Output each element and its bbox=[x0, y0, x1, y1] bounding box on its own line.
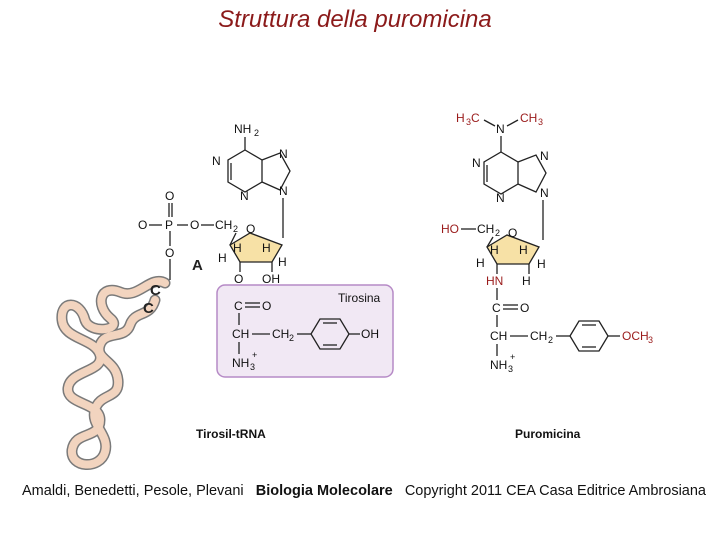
svg-text:O: O bbox=[165, 246, 174, 260]
svg-text:O: O bbox=[520, 301, 529, 315]
svg-text:N: N bbox=[279, 147, 288, 161]
svg-text:H: H bbox=[522, 274, 531, 288]
svg-text:N: N bbox=[279, 184, 288, 198]
svg-text:H: H bbox=[456, 111, 465, 125]
phosphate-group: O O P O O CH 2 bbox=[138, 189, 238, 280]
svg-text:H: H bbox=[218, 251, 227, 265]
svg-text:H: H bbox=[490, 243, 499, 257]
svg-text:NH: NH bbox=[232, 356, 249, 370]
tyrosine-residue: C O CH CH 2 OH NH 3 + bbox=[232, 299, 379, 372]
svg-text:3: 3 bbox=[538, 117, 543, 127]
svg-text:3: 3 bbox=[250, 362, 255, 372]
svg-text:+: + bbox=[510, 352, 515, 362]
svg-text:+: + bbox=[252, 350, 257, 360]
svg-text:N: N bbox=[540, 149, 549, 163]
caption-copyright: Copyright 2011 CEA Casa Editrice Ambrosi… bbox=[404, 483, 706, 499]
svg-text:OH: OH bbox=[262, 272, 280, 286]
svg-text:N: N bbox=[472, 156, 481, 170]
svg-text:CH: CH bbox=[272, 327, 289, 341]
svg-text:O: O bbox=[508, 226, 517, 240]
svg-text:H: H bbox=[537, 257, 546, 271]
dimethylamino-group: H 3 C CH 3 N bbox=[456, 111, 543, 152]
svg-text:CH: CH bbox=[477, 222, 494, 236]
puromicina-label: Puromicina bbox=[515, 427, 581, 441]
svg-text:CH: CH bbox=[232, 327, 249, 341]
svg-text:H: H bbox=[278, 255, 287, 269]
ribose-right: HO CH 2 O H H H H H HN bbox=[441, 222, 546, 300]
svg-text:HO: HO bbox=[441, 222, 459, 236]
svg-text:OH: OH bbox=[361, 327, 379, 341]
nucleotide-c2-label: C bbox=[143, 300, 154, 317]
svg-text:H: H bbox=[262, 241, 271, 255]
svg-text:NH: NH bbox=[490, 358, 507, 372]
citation-caption: Amaldi, Benedetti, Pesole, Plevani Biolo… bbox=[22, 483, 706, 499]
svg-text:C: C bbox=[492, 301, 501, 315]
adenine-ring-left: NH 2 N N N N bbox=[212, 122, 291, 238]
svg-text:H: H bbox=[233, 241, 242, 255]
svg-text:OCH: OCH bbox=[622, 329, 649, 343]
caption-book: Biologia Molecolare bbox=[255, 483, 393, 499]
svg-text:CH: CH bbox=[530, 329, 547, 343]
svg-text:CH: CH bbox=[520, 111, 537, 125]
svg-text:CH: CH bbox=[490, 329, 507, 343]
svg-text:C: C bbox=[471, 111, 480, 125]
svg-text:3: 3 bbox=[648, 335, 653, 345]
svg-text:2: 2 bbox=[548, 335, 553, 345]
ribose-left: O H H H H OH O bbox=[218, 222, 287, 298]
svg-text:2: 2 bbox=[289, 333, 294, 343]
trna-strand bbox=[56, 275, 171, 470]
svg-text:2: 2 bbox=[254, 128, 259, 138]
svg-text:O: O bbox=[165, 189, 174, 203]
svg-text:O: O bbox=[190, 218, 199, 232]
svg-text:CH: CH bbox=[215, 218, 232, 232]
svg-text:N: N bbox=[496, 191, 505, 205]
tyrosine-label: Tirosina bbox=[338, 291, 381, 305]
svg-text:H: H bbox=[476, 256, 485, 270]
svg-text:N: N bbox=[540, 186, 549, 200]
svg-text:N: N bbox=[212, 154, 221, 168]
svg-text:HN: HN bbox=[486, 274, 503, 288]
svg-text:3: 3 bbox=[466, 117, 471, 127]
svg-text:2: 2 bbox=[233, 224, 238, 234]
nucleotide-a-label: A bbox=[192, 257, 203, 274]
nucleotide-c1-label: C bbox=[150, 282, 161, 299]
svg-text:3: 3 bbox=[508, 364, 513, 374]
svg-text:O: O bbox=[262, 299, 271, 313]
svg-text:O: O bbox=[138, 218, 147, 232]
svg-text:N: N bbox=[240, 189, 249, 203]
svg-text:O: O bbox=[234, 272, 243, 286]
svg-text:NH: NH bbox=[234, 122, 251, 136]
caption-authors: Amaldi, Benedetti, Pesole, Plevani bbox=[22, 483, 244, 499]
svg-text:2: 2 bbox=[495, 228, 500, 238]
svg-text:C: C bbox=[234, 299, 243, 313]
adenine-ring-right: N N N N bbox=[472, 149, 549, 240]
svg-text:O: O bbox=[246, 222, 255, 236]
tyrosine-box bbox=[216, 284, 394, 378]
slide-title: Struttura della puromicina bbox=[218, 6, 492, 33]
tirosil-trna-label: Tirosil-tRNA bbox=[196, 427, 266, 441]
methoxyphenylalanine-residue: C O CH CH 2 OCH 3 NH 3 + bbox=[490, 301, 653, 374]
svg-text:N: N bbox=[496, 122, 505, 136]
svg-text:H: H bbox=[519, 243, 528, 257]
svg-text:P: P bbox=[165, 218, 173, 232]
